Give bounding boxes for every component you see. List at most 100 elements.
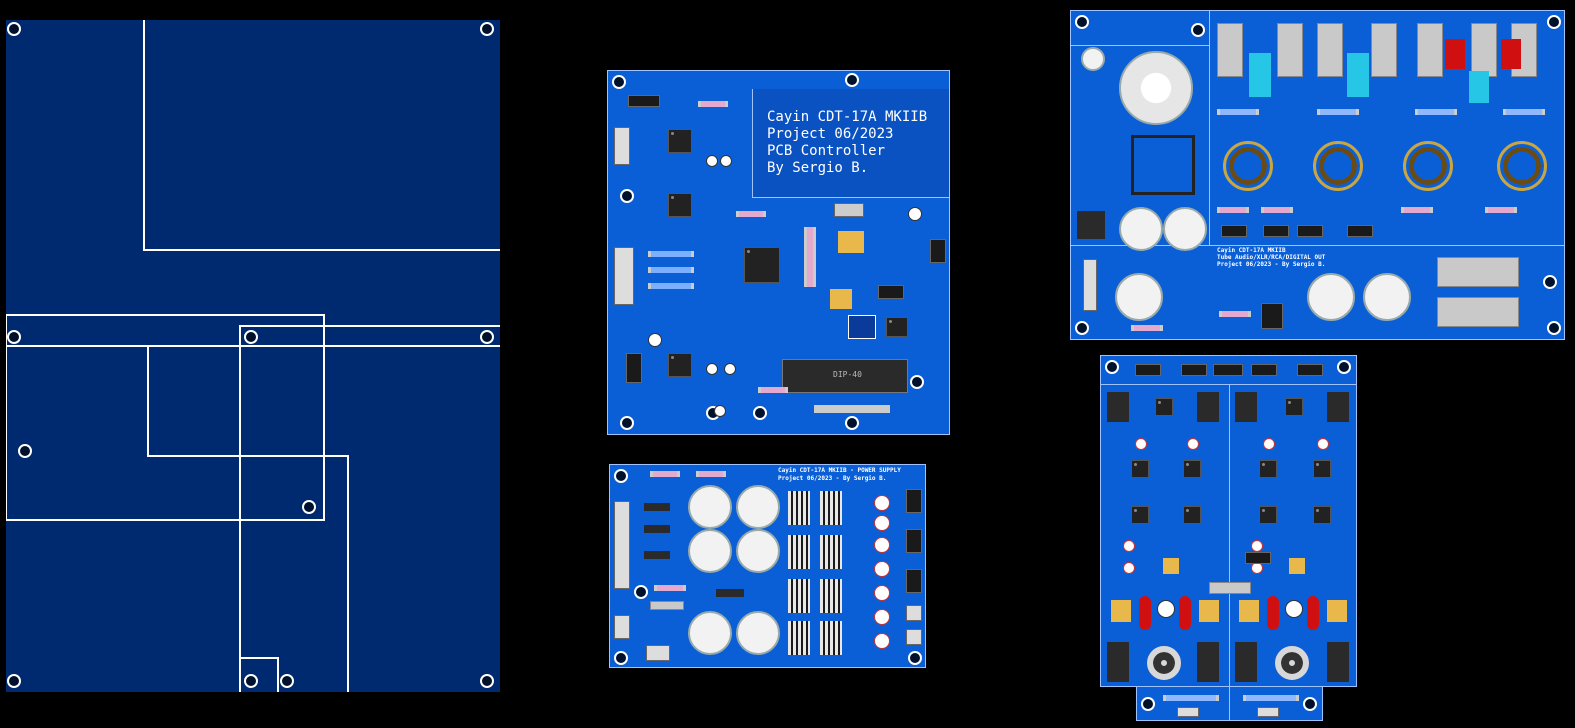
mounting-hole-icon <box>480 674 494 688</box>
divider-line <box>1229 384 1230 686</box>
mounting-hole-icon <box>620 416 634 430</box>
connector <box>1297 364 1323 376</box>
title-line-2: Project 06/2023 <box>767 126 894 142</box>
vacuum-tube-socket-icon <box>1223 141 1273 191</box>
outline-panel <box>6 20 500 692</box>
film-capacitor <box>1501 39 1521 69</box>
vacuum-tube-socket-icon <box>1313 141 1363 191</box>
mounting-hole-icon <box>614 651 628 665</box>
heatsink <box>788 535 810 569</box>
terminal-block <box>614 501 630 589</box>
connector <box>614 127 630 165</box>
transistor <box>1327 392 1349 422</box>
resistor-icon <box>650 471 680 477</box>
resistor-icon <box>648 251 694 257</box>
vacuum-tube-socket-icon <box>1403 141 1453 191</box>
electrolytic-capacitor-icon <box>706 363 718 375</box>
divider-line <box>1071 45 1209 46</box>
relay <box>1371 23 1397 77</box>
electrolytic-capacitor-icon <box>688 529 732 573</box>
mounting-hole-icon <box>1543 275 1557 289</box>
electrolytic-capacitor-icon <box>1135 438 1147 450</box>
connector <box>1083 259 1097 311</box>
resistor-icon <box>1485 207 1517 213</box>
ic-chip-icon <box>1183 460 1201 478</box>
mounting-hole-icon <box>845 73 859 87</box>
mounting-hole-icon <box>18 444 32 458</box>
mounting-hole-icon <box>1547 15 1561 29</box>
film-capacitor <box>1445 39 1465 69</box>
resistor-icon <box>698 101 728 107</box>
transistor <box>1235 642 1257 682</box>
title-line-3: PCB Controller <box>767 143 886 159</box>
connector <box>906 629 922 645</box>
bridge-rectifier <box>716 589 744 597</box>
connector <box>906 529 922 553</box>
electrolytic-capacitor-icon <box>908 207 922 221</box>
mounting-hole-icon <box>1105 360 1119 374</box>
mounting-hole-icon <box>620 189 634 203</box>
relay <box>1317 23 1343 77</box>
connector <box>834 203 864 217</box>
title-block: Cayin CDT-17A MKIIB Project 06/2023 PCB … <box>752 89 949 198</box>
resistor-icon <box>654 585 686 591</box>
regulator <box>838 231 864 253</box>
connector <box>1251 364 1277 376</box>
potentiometer <box>1147 646 1181 680</box>
electrolytic-capacitor-icon <box>1119 207 1163 251</box>
film-capacitor <box>1267 596 1279 630</box>
resistor-icon <box>696 471 726 477</box>
mounting-hole-icon <box>7 330 21 344</box>
ic-chip-icon <box>1313 460 1331 478</box>
regulator <box>1239 600 1259 622</box>
psu-label-2: Project 06/2023 - By Sergio B. <box>778 475 887 482</box>
potentiometer <box>1275 646 1309 680</box>
divider-line <box>1209 11 1210 245</box>
electrolytic-capacitor-icon <box>1115 273 1163 321</box>
electrolytic-capacitor-icon <box>706 155 718 167</box>
film-capacitor <box>1469 71 1489 103</box>
terminal-block <box>646 645 670 661</box>
output-transformer <box>1437 257 1519 287</box>
resistor-icon <box>1131 325 1163 331</box>
tube-board: Cayin CDT-17A MKIIB Tube Audio/XLR/RCA/D… <box>1070 10 1565 340</box>
ic-chip-icon <box>668 353 692 377</box>
electrolytic-capacitor-icon <box>1363 273 1411 321</box>
electrolytic-capacitor-icon <box>874 609 890 625</box>
film-capacitor <box>1179 596 1191 630</box>
ribbon-connector <box>814 405 890 413</box>
electrolytic-capacitor-icon <box>874 633 890 649</box>
mounting-hole-icon <box>634 585 648 599</box>
divider-line <box>1101 384 1356 385</box>
mounting-hole-icon <box>1547 321 1561 335</box>
electrolytic-capacitor-icon <box>1081 47 1105 71</box>
resistor-icon <box>736 211 766 217</box>
relay <box>1471 23 1497 77</box>
mounting-hole-icon <box>302 500 316 514</box>
ic-chip-icon <box>668 129 692 153</box>
connector <box>906 605 922 621</box>
relay <box>1417 23 1443 77</box>
connector <box>1297 225 1323 237</box>
mounting-hole-icon <box>1337 360 1351 374</box>
mounting-hole-icon <box>614 469 628 483</box>
resistor-icon <box>1317 109 1359 115</box>
resistor-icon <box>1401 207 1433 213</box>
transistor <box>1235 392 1257 422</box>
mounting-hole-icon <box>908 651 922 665</box>
vacuum-tube-socket-icon <box>1497 141 1547 191</box>
bridge-rectifier <box>644 525 670 533</box>
resistor-icon <box>1243 695 1299 701</box>
resistor-icon <box>1503 109 1545 115</box>
heatsink <box>820 535 842 569</box>
ic-chip-icon <box>1183 506 1201 524</box>
ic-chip-icon <box>1155 398 1173 416</box>
connector <box>1221 225 1247 237</box>
ic-chip-icon <box>1131 506 1149 524</box>
electrolytic-capacitor-icon <box>1263 438 1275 450</box>
ic-chip-icon <box>1259 506 1277 524</box>
electrolytic-capacitor-icon <box>648 333 662 347</box>
resistor-icon <box>1163 695 1219 701</box>
connector <box>1181 364 1207 376</box>
relay <box>1277 23 1303 77</box>
